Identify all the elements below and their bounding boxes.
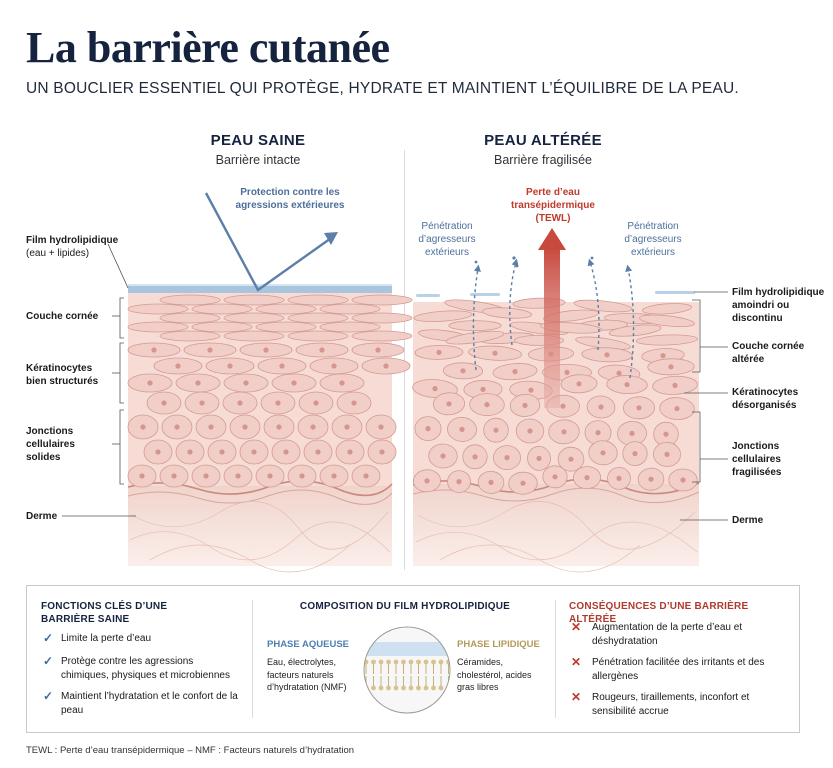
label-jonctions-healthy: Jonctions cellulaires solides	[26, 426, 75, 463]
healthy-skin-heading: PEAU SAINE	[210, 132, 306, 149]
phase-aqueuse-label: PHASE AQUEUSE	[267, 639, 349, 650]
hydrolipid-film-magnifier	[363, 626, 451, 714]
info-box-divider-1	[252, 600, 253, 718]
label-derme-healthy: Derme	[26, 511, 58, 522]
check-icon: ✓	[43, 689, 54, 703]
healthy-skin-block	[127, 192, 413, 573]
penetration-annotation-left: Pénétration d’agresseurs extérieurs	[418, 221, 476, 258]
damaged-label-leaders	[680, 291, 728, 521]
cross-icon: ✕	[571, 690, 582, 704]
label-cornee-damaged: Couche cornée altérée	[732, 341, 805, 365]
skin-diagram	[62, 192, 728, 573]
info-box: FONCTIONS CLÉS D’UNE BARRIÈRE SAINE ✓ Li…	[26, 585, 800, 733]
label-cornee-healthy: Couche cornée	[26, 311, 99, 322]
tewl-arrow-head	[538, 228, 566, 250]
label-derme-damaged: Derme	[732, 515, 764, 526]
phase-lipidique-desc: Céramides, cholestérol, acides gras libr…	[457, 657, 532, 692]
healthy-dermis	[128, 486, 392, 566]
phase-lipidique-label: PHASE LIPIDIQUE	[457, 639, 540, 650]
consequences-item: Augmentation de la perte d’eau et déshyd…	[592, 622, 743, 647]
healthy-skin-header: PEAU SAINE Barrière intacte	[128, 132, 388, 167]
page-subtitle: UN BOUCLIER ESSENTIEL QUI PROTÈGE, HYDRA…	[26, 80, 739, 97]
label-film-damaged: Film hydrolipidique amoindri ou disconti…	[732, 287, 825, 324]
penetration-dots	[474, 256, 594, 268]
label-jonctions-damaged: Jonctions cellulaires fragilisées	[732, 441, 782, 478]
fonctions-heading: FONCTIONS CLÉS D’UNE BARRIÈRE SAINE	[41, 601, 168, 625]
damaged-skin-block	[412, 228, 700, 573]
cross-icon: ✕	[571, 655, 582, 669]
tewl-arrow-shaft	[544, 248, 560, 408]
label-film-healthy-title: Film hydrolipidique	[26, 235, 119, 246]
footnote: TEWL : Perte d’eau transépidermique – NM…	[26, 745, 355, 756]
healthy-cell-layers	[127, 294, 413, 488]
damaged-film-fragments	[416, 291, 695, 297]
column-divider	[404, 150, 405, 570]
damaged-dermis-fibers	[415, 501, 698, 573]
penetration-annotation-right: Pénétration d’agresseurs extérieurs	[624, 221, 682, 258]
label-film-healthy: Film hydrolipidique (eau + lipides)	[26, 234, 118, 260]
penetration-arrows	[472, 258, 635, 379]
cross-icon: ✕	[571, 620, 582, 634]
fonctions-item: Maintient l’hydratation et le confort de…	[61, 691, 238, 716]
info-box-divider-2	[555, 600, 556, 718]
damaged-skin-subheading: Barrière fragilisée	[494, 153, 592, 167]
label-film-healthy-sub: (eau + lipides)	[26, 248, 90, 259]
consequences-heading: CONSÉQUENCES D’UNE BARRIÈRE ALTÉRÉE	[569, 601, 749, 625]
protection-arrow	[204, 192, 335, 292]
consequences-item: Pénétration facilitée des irritants et d…	[592, 657, 765, 682]
fonctions-item: Limite la perte d’eau	[61, 633, 152, 644]
healthy-label-leaders	[62, 243, 136, 517]
damaged-skin-header: PEAU ALTÉRÉE Barrière fragilisée	[413, 132, 673, 167]
healthy-skin-subheading: Barrière intacte	[215, 153, 301, 167]
consequences-item: Rougeurs, tiraillements, inconfort et se…	[592, 692, 750, 717]
protection-annotation: Protection contre les agressions extérie…	[235, 187, 345, 211]
damaged-skin-heading: PEAU ALTÉRÉE	[484, 132, 602, 149]
label-kerat-healthy: Kératinocytes bien structurés	[26, 363, 99, 387]
check-icon: ✓	[43, 631, 54, 645]
page-title: La barrière cutanée	[26, 23, 390, 72]
phase-aqueuse-desc: Eau, électrolytes, facteurs naturels d’h…	[267, 657, 347, 692]
damaged-dermis	[413, 484, 699, 566]
composition-heading: COMPOSITION DU FILM HYDROLIPIDIQUE	[299, 601, 511, 612]
tewl-annotation: Perte d’eau transépidermique (TEWL)	[511, 187, 595, 224]
fonctions-item: Protège contre les agressions chimiques,…	[61, 656, 230, 681]
check-icon: ✓	[43, 654, 54, 668]
label-kerat-damaged: Kératinocytes désorganisés	[732, 387, 799, 411]
healthy-dermis-fibers	[129, 501, 391, 573]
damaged-cell-layers	[412, 297, 698, 495]
